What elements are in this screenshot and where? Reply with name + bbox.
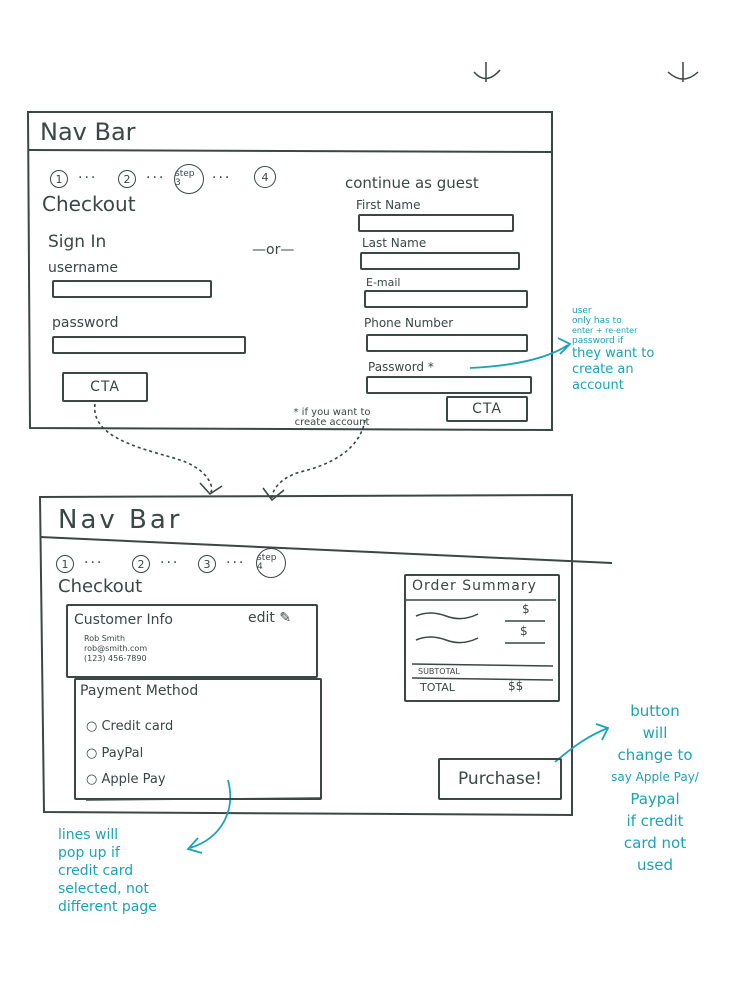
total-value: $$ bbox=[508, 679, 524, 693]
sign-in-cta-button[interactable]: CTA bbox=[62, 372, 148, 402]
password-label: password bbox=[52, 315, 119, 331]
note-line: used bbox=[636, 856, 674, 874]
phone-label: Phone Number bbox=[364, 316, 454, 330]
note-line: card not bbox=[623, 834, 687, 852]
step-3: 3 bbox=[198, 555, 216, 573]
nav-bar-label: Nav Bar bbox=[40, 118, 136, 146]
email-label: E-mail bbox=[366, 276, 401, 289]
note-line: enter + re-enter bbox=[572, 326, 638, 335]
payment-method-title: Payment Method bbox=[80, 683, 199, 699]
step-dots: ··· bbox=[212, 170, 232, 186]
last-name-field[interactable] bbox=[360, 252, 520, 270]
purchase-button[interactable]: Purchase! bbox=[438, 758, 562, 800]
edit-link[interactable]: edit ✎ bbox=[248, 610, 291, 626]
payment-method-card bbox=[74, 678, 322, 800]
or-divider: —or— bbox=[252, 242, 295, 258]
note-line: will bbox=[642, 724, 668, 742]
email-field[interactable] bbox=[364, 290, 528, 308]
note-line: account bbox=[572, 378, 624, 393]
step-1: 1 bbox=[56, 555, 74, 573]
note-line: credit card bbox=[58, 863, 134, 879]
phone-field[interactable] bbox=[366, 334, 528, 352]
payment-option-credit-card[interactable]: ○ Credit card bbox=[86, 719, 173, 734]
create-account-note: * if you want to create account bbox=[293, 407, 371, 428]
note-line: if credit bbox=[626, 812, 684, 830]
step-dots: ··· bbox=[226, 555, 246, 571]
step-dots: ··· bbox=[146, 170, 166, 186]
payment-option-label: Apple Pay bbox=[101, 772, 166, 787]
customer-email: rob@smith.com bbox=[84, 644, 148, 653]
note-line: selected, not bbox=[58, 881, 149, 897]
button-note: button will change to say Apple Pay/ Pay… bbox=[596, 700, 714, 876]
edit-label: edit bbox=[248, 610, 275, 626]
lines-note: lines will pop up if credit card selecte… bbox=[58, 826, 157, 916]
step-dots: ··· bbox=[84, 555, 104, 571]
note-line: say Apple Pay/ bbox=[611, 770, 699, 784]
username-field[interactable] bbox=[52, 280, 212, 298]
step-4: 4 bbox=[254, 166, 276, 188]
note-line: Paypal bbox=[630, 790, 680, 808]
note-line: create an bbox=[572, 362, 634, 377]
guest-password-field[interactable] bbox=[366, 376, 532, 394]
down-arrow-icon bbox=[473, 62, 501, 82]
note-line: change to bbox=[617, 746, 693, 764]
customer-phone: (123) 456-7890 bbox=[84, 654, 147, 663]
guest-password-label: Password * bbox=[368, 360, 434, 374]
password-field[interactable] bbox=[52, 336, 246, 354]
customer-info-card bbox=[66, 604, 318, 678]
note-line: button bbox=[630, 702, 680, 720]
step-dots: ··· bbox=[78, 170, 98, 186]
step-4-current: step 4 bbox=[256, 548, 286, 578]
payment-option-paypal[interactable]: ○ PayPal bbox=[86, 746, 143, 761]
note-line: password if bbox=[572, 336, 624, 346]
note-line: only has to bbox=[572, 316, 622, 326]
order-summary-card bbox=[404, 574, 560, 702]
guest-cta-button[interactable]: CTA bbox=[446, 396, 528, 422]
note-line: pop up if bbox=[58, 845, 120, 861]
order-summary-title: Order Summary bbox=[412, 578, 537, 594]
line-item-price: $ bbox=[522, 602, 530, 616]
subtotal-label: SUBTOTAL bbox=[418, 667, 460, 676]
note-line: lines will bbox=[58, 827, 119, 843]
customer-name: Rob Smith bbox=[84, 634, 126, 643]
note-line: they want to bbox=[572, 346, 655, 361]
payment-option-label: Credit card bbox=[101, 719, 174, 734]
step-2: 2 bbox=[118, 170, 136, 188]
sign-in-title: Sign In bbox=[48, 232, 107, 252]
password-note: user only has to enter + re-enter passwo… bbox=[572, 306, 654, 394]
customer-details: Rob Smith rob@smith.com (123) 456-7890 bbox=[84, 634, 147, 664]
step-dots: ··· bbox=[160, 555, 180, 571]
note-line: user bbox=[572, 306, 592, 316]
first-name-field[interactable] bbox=[358, 214, 514, 232]
guest-title: continue as guest bbox=[345, 174, 479, 192]
step-2: 2 bbox=[132, 555, 150, 573]
line-item-price: $ bbox=[520, 624, 528, 638]
nav-bar-label: Nav Bar bbox=[58, 505, 183, 535]
edit-icon: ✎ bbox=[279, 610, 292, 626]
total-label: TOTAL bbox=[420, 681, 455, 694]
payment-option-label: PayPal bbox=[101, 746, 144, 761]
step-1: 1 bbox=[50, 170, 68, 188]
note-line: different page bbox=[58, 899, 157, 915]
radio-icon: ○ bbox=[86, 719, 98, 734]
radio-icon: ○ bbox=[86, 772, 98, 787]
customer-info-title: Customer Info bbox=[74, 612, 173, 628]
step-3-current: step 3 bbox=[174, 164, 204, 194]
first-name-label: First Name bbox=[356, 198, 421, 212]
username-label: username bbox=[48, 260, 118, 276]
last-name-label: Last Name bbox=[362, 236, 427, 250]
down-arrow-icon bbox=[667, 62, 699, 82]
payment-option-apple-pay[interactable]: ○ Apple Pay bbox=[86, 772, 166, 787]
radio-icon: ○ bbox=[86, 746, 98, 761]
checkout-title: Checkout bbox=[42, 192, 136, 216]
checkout-title: Checkout bbox=[58, 576, 143, 597]
